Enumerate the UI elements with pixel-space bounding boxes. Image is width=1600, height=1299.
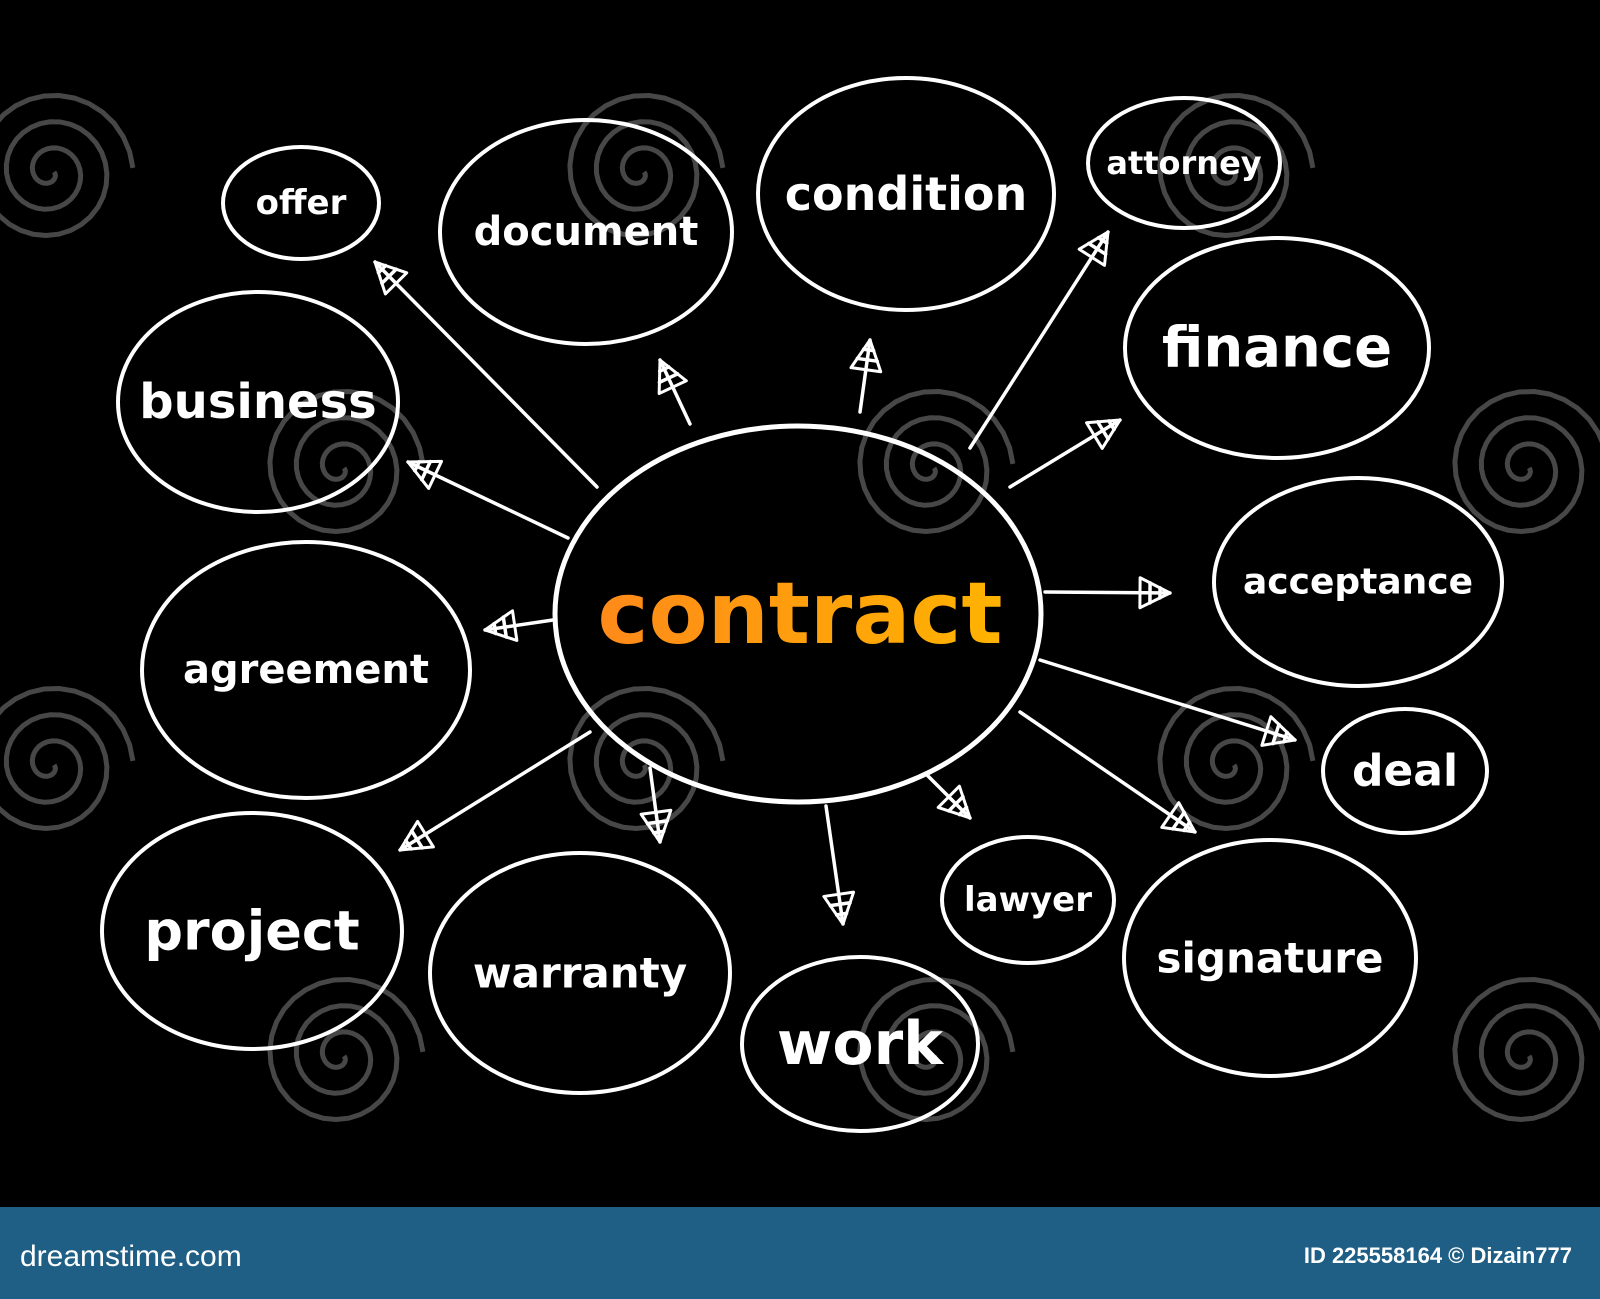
- node-deal-label: deal: [1352, 746, 1458, 797]
- spiral-logo-icon: [0, 92, 136, 239]
- mind-map: offer document condition attorney financ…: [0, 76, 1600, 1133]
- spiral-logo-icon: [267, 976, 426, 1123]
- connector-attorney: [968, 230, 1110, 450]
- spiral-logo-icon: [567, 92, 726, 239]
- spiral-logo-icon: [567, 685, 726, 832]
- arrowhead-work: [822, 890, 856, 926]
- arrowhead-hatch: [861, 347, 876, 353]
- connector-document: [658, 358, 692, 426]
- connector-warranty: [648, 766, 662, 844]
- arrowhead-hatch: [1171, 810, 1186, 831]
- footer-credit: ID 225558164 © Dizain777: [1303, 1243, 1572, 1268]
- arrowhead-document: [657, 358, 688, 396]
- node-document: document: [438, 118, 734, 346]
- arrowhead-hatch: [1087, 241, 1108, 256]
- spiral-logo-icon: [1157, 685, 1316, 832]
- arrowhead-project: [398, 819, 435, 852]
- node-work-label: work: [777, 1009, 945, 1079]
- connector-business: [406, 460, 570, 540]
- arrowhead-hatch: [834, 911, 849, 917]
- arrowhead-hatch: [409, 829, 425, 850]
- node-business-label: business: [139, 374, 376, 430]
- arrowhead-signature: [1160, 801, 1197, 834]
- node-finance-label: finance: [1162, 316, 1392, 381]
- node-signature: signature: [1122, 838, 1418, 1078]
- connectors: [373, 230, 1297, 926]
- spiral-logo-icon: [267, 388, 426, 535]
- node-business: business: [116, 290, 400, 514]
- arrowhead-hatch: [1096, 235, 1109, 245]
- node-offer-label: offer: [256, 183, 347, 223]
- spiral-logo-icon: [857, 388, 1016, 535]
- arrowhead-hatch: [645, 819, 669, 826]
- node-agreement-label: agreement: [183, 647, 429, 693]
- spiral-logo-icon: [1452, 976, 1600, 1123]
- arrowhead-hatch: [420, 459, 433, 482]
- node-acceptance-label: acceptance: [1243, 562, 1473, 603]
- footer-brand: dreamstime.com: [20, 1240, 242, 1273]
- arrowhead-attorney: [1077, 230, 1110, 267]
- node-project-label: project: [144, 900, 359, 963]
- arrowhead-hatch: [657, 365, 671, 373]
- arrowhead-agreement: [483, 609, 519, 642]
- connector-lawyer: [918, 766, 972, 820]
- node-warranty-label: warranty: [473, 949, 687, 998]
- arrowhead-finance: [1085, 418, 1122, 450]
- spiral-logo-icon: [0, 685, 136, 832]
- node-project: project: [100, 811, 404, 1051]
- arrowhead-hatch: [376, 263, 388, 275]
- watermark-layer: [0, 92, 1600, 1123]
- arrowhead-hatch: [657, 372, 680, 385]
- node-deal: deal: [1321, 707, 1489, 835]
- node-offer: offer: [221, 145, 381, 261]
- arrowhead-acceptance: [1138, 576, 1172, 610]
- arrowhead-hatch: [651, 829, 666, 835]
- arrowhead-hatch: [855, 356, 879, 363]
- connector-signature: [1018, 710, 1197, 834]
- node-document-label: document: [474, 209, 699, 255]
- node-work: work: [740, 955, 980, 1133]
- node-lawyer: lawyer: [940, 835, 1116, 965]
- center-node: contract: [552, 423, 1044, 805]
- arrowhead-business: [406, 459, 444, 490]
- node-signature-label: signature: [1157, 934, 1384, 983]
- node-warranty: warranty: [428, 851, 732, 1095]
- node-agreement: agreement: [140, 540, 472, 800]
- arrowhead-offer: [373, 260, 409, 296]
- arrowhead-hatch: [957, 805, 969, 817]
- arrowhead-lawyer: [936, 784, 972, 820]
- arrowhead-hatch: [404, 838, 413, 851]
- arrowhead-hatch: [1182, 820, 1192, 833]
- connector-project: [398, 730, 592, 852]
- node-condition-label: condition: [785, 167, 1027, 221]
- arrowhead-hatch: [413, 460, 421, 473]
- arrowhead-hatch: [1107, 419, 1116, 432]
- spiral-logo-icon: [1157, 92, 1316, 239]
- arrowhead-hatch: [947, 795, 965, 813]
- arrowhead-hatch: [1271, 722, 1281, 746]
- arrowhead-deal: [1260, 715, 1297, 747]
- connector-condition: [858, 338, 872, 414]
- node-finance: finance: [1123, 236, 1431, 460]
- arrowhead-hatch: [828, 901, 852, 908]
- node-condition: condition: [756, 76, 1056, 312]
- center-node-label: contract: [598, 564, 1003, 664]
- node-attorney: attorney: [1086, 96, 1282, 230]
- node-attorney-label: attorney: [1106, 144, 1261, 182]
- arrowhead-warranty: [639, 808, 673, 844]
- connector-offer: [373, 260, 599, 489]
- arrowhead-hatch: [1095, 420, 1110, 441]
- arrowhead-hatch: [1282, 730, 1289, 744]
- arrowhead-hatch: [380, 267, 398, 286]
- node-acceptance: acceptance: [1212, 476, 1504, 688]
- arrowhead-hatch: [492, 621, 498, 636]
- arrowhead-hatch: [501, 615, 508, 639]
- connector-deal: [1038, 658, 1297, 742]
- spiral-logo-icon: [1452, 388, 1600, 535]
- footer-bar: [0, 1207, 1600, 1299]
- arrowhead-condition: [849, 338, 883, 374]
- spiral-logo-icon: [857, 976, 1016, 1123]
- node-lawyer-label: lawyer: [964, 880, 1092, 920]
